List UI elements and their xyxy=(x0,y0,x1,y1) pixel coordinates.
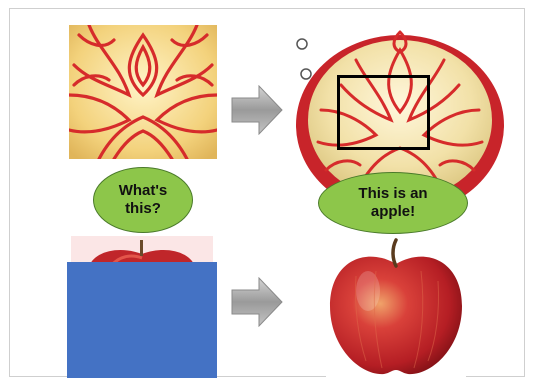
apple-image xyxy=(326,236,466,378)
question-line-2: this? xyxy=(119,200,168,218)
carving-closeup-image xyxy=(69,25,217,159)
question-line-1: What's xyxy=(119,182,168,200)
answer-line-2: apple! xyxy=(358,203,427,221)
selection-box xyxy=(337,75,430,150)
occluder-rectangle xyxy=(67,262,217,378)
question-bubble: What's this? xyxy=(93,167,193,233)
right-arrow-icon xyxy=(231,85,283,135)
right-arrow-icon xyxy=(231,277,283,327)
answer-line-1: This is an xyxy=(358,185,427,203)
answer-bubble: This is an apple! xyxy=(318,172,468,234)
